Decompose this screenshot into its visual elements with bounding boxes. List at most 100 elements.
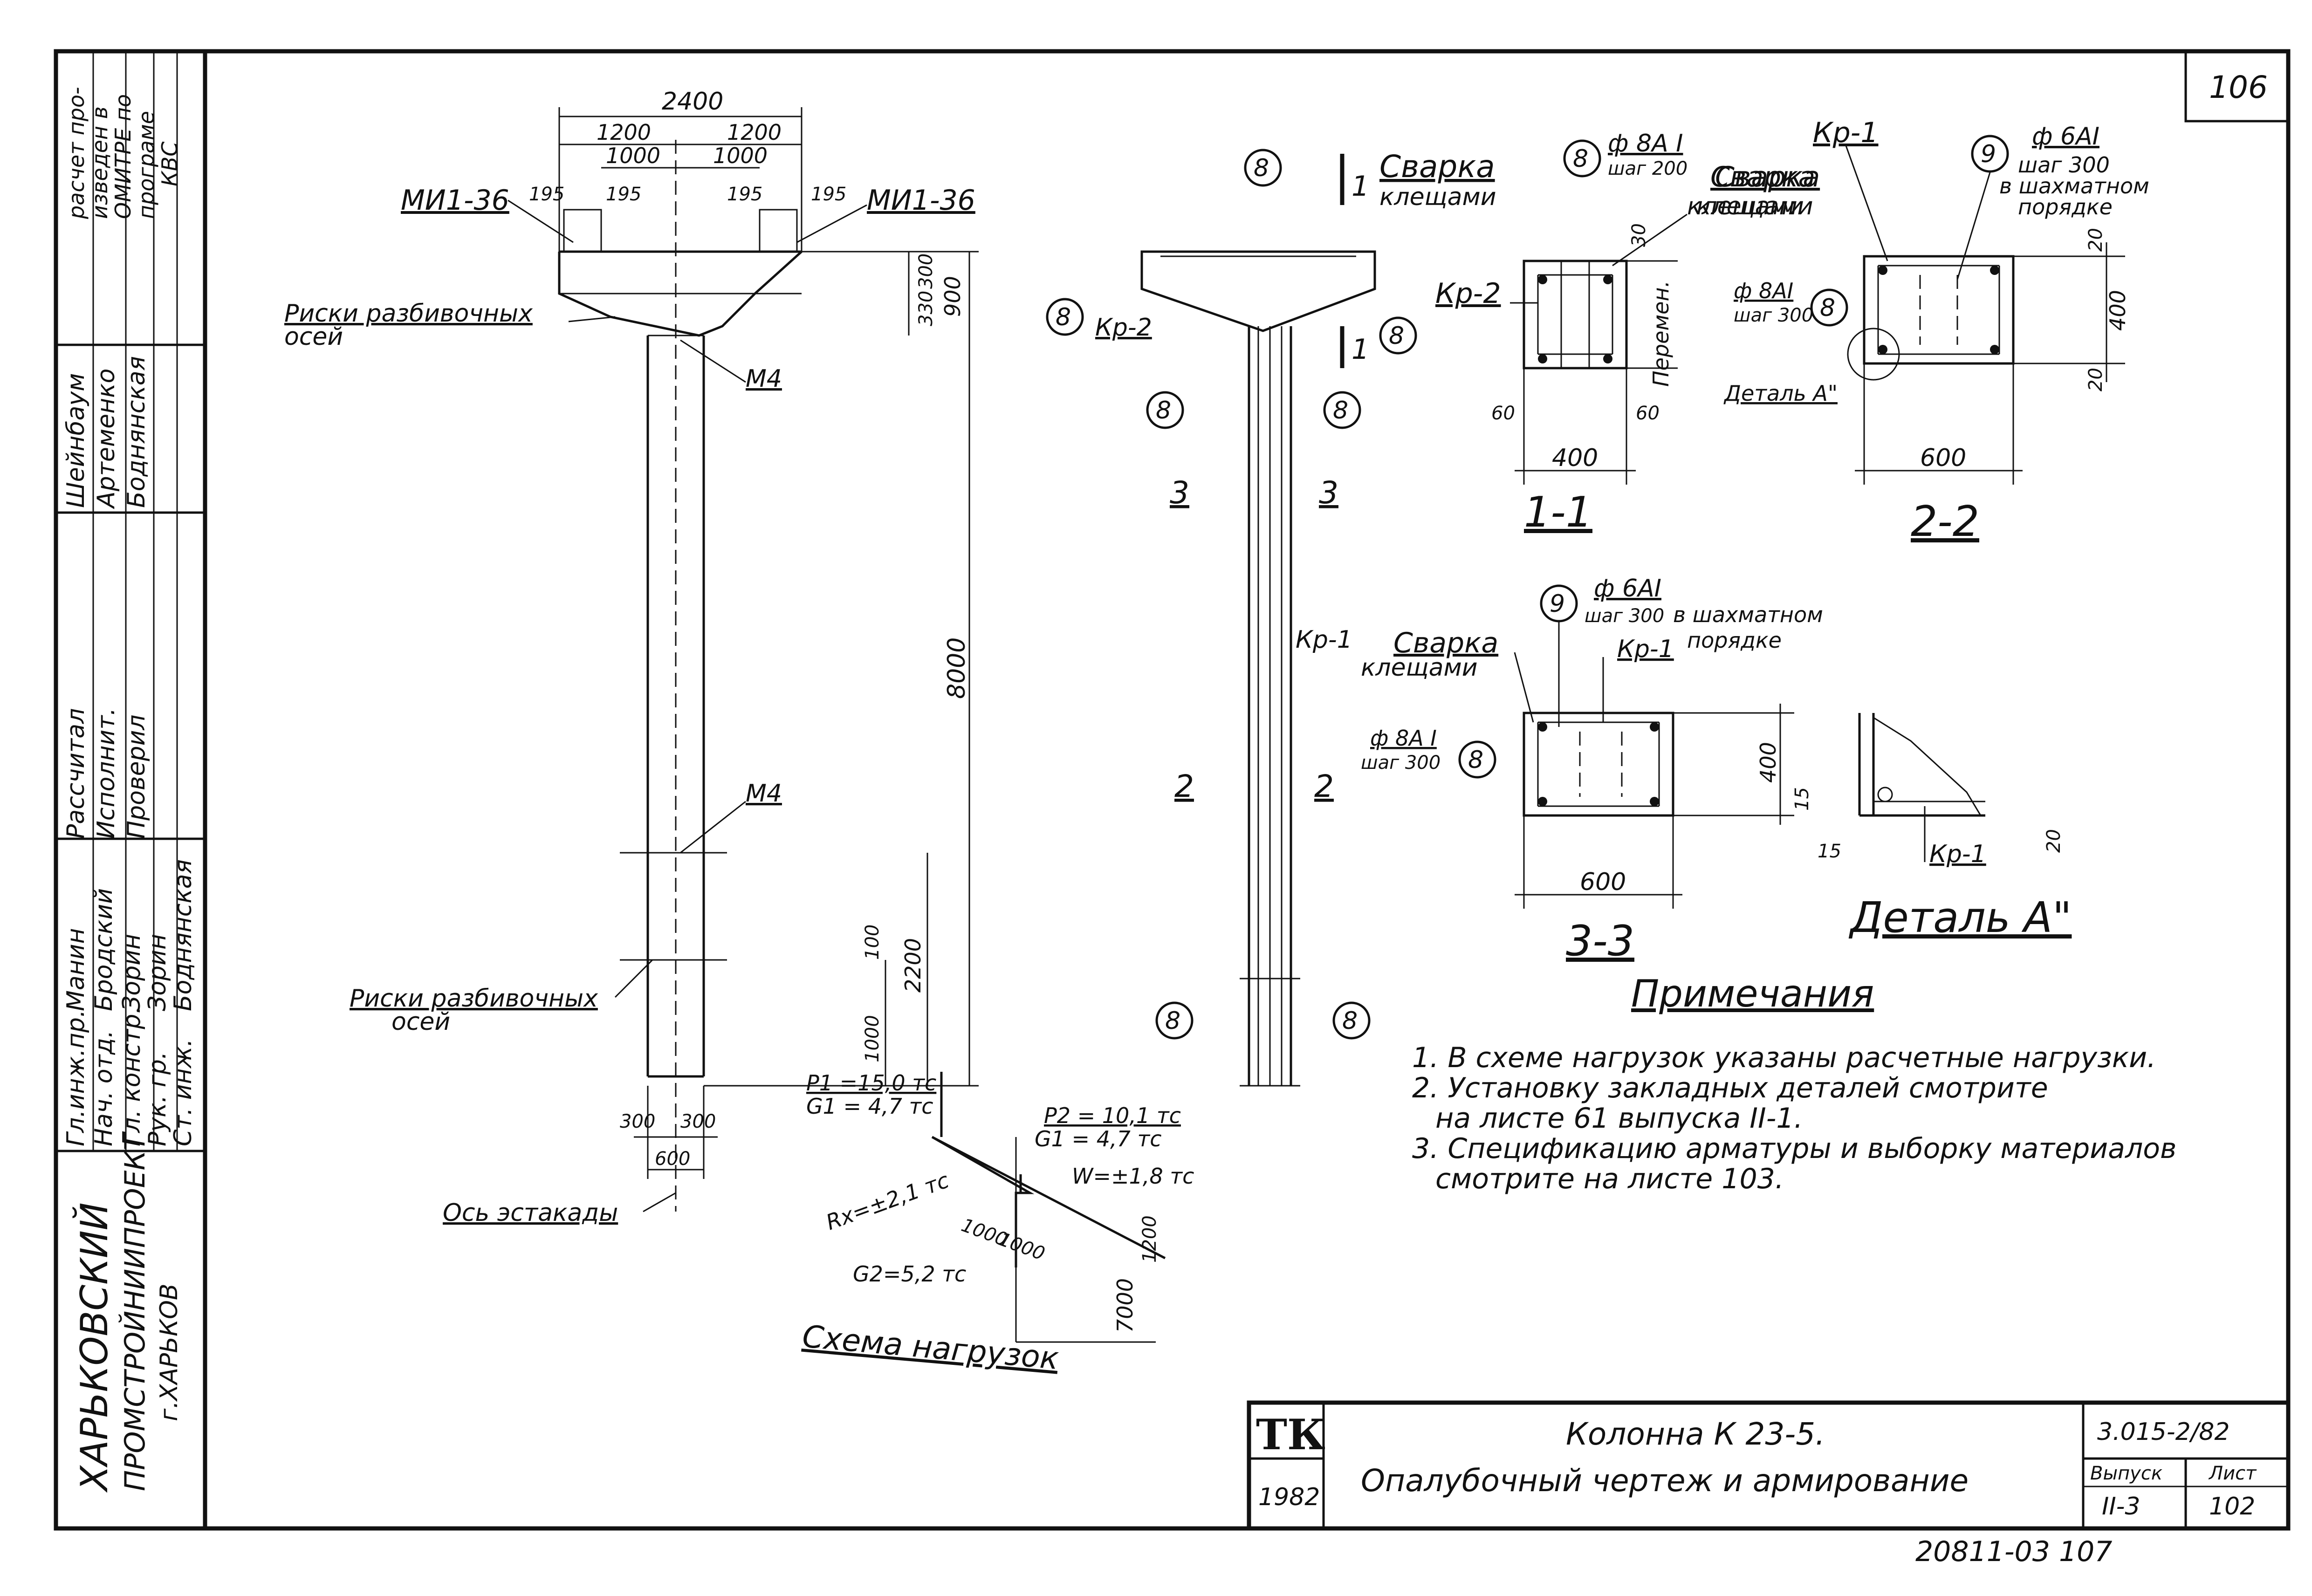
title-line-1: Колонна К 23-5. [1566,1416,1825,1452]
s11-weld-1: Сварка [1710,161,1815,193]
stamp-note-1: расчет про- [64,87,89,219]
s11-weld-2: клещами [1687,192,1804,220]
mark-8-mid-left: 8 [1156,397,1171,425]
title-block: ТК 1982 Колонна К 23-5. Опалубочный черт… [1247,1400,2291,1531]
stamp-name-top-1: Шейнбаум [62,373,90,508]
s11-title: 1-1 [1524,488,1592,537]
title-issue: II-3 [2102,1493,2140,1521]
load-d2: 1000 [996,1228,1048,1265]
s22-weld-2: клещами [1696,192,1813,220]
dim-embed-left-a: 195 [529,184,564,205]
stamp-note-3: ОМИТРЕ по [110,94,136,219]
cut-1-bottom: 1 [1352,333,1369,366]
label-embed-right: МИ1-36 [867,184,975,217]
s22-mark-9: 9 [1981,140,1996,168]
stamp-note-2: изведен в [87,106,112,219]
title-line-2: Опалубочный чертеж и армирование [1361,1463,1969,1499]
s22-bar-dia: ф 6АI [2032,123,2099,151]
note-2-cont: на листе 61 выпуска II-1. [1435,1102,1803,1135]
s11-mark-8: 8 [1573,145,1588,173]
title-logo: ТК [1256,1410,1325,1459]
dim-lower-small: 1000 [862,1015,883,1062]
stamp-note-4: програме [134,111,159,219]
cut-2-left: 2 [1174,768,1194,804]
dim-base-width: 600 [655,1148,690,1170]
s33-weld-1: Сварка [1393,627,1498,659]
load-p1: P1 =15,0 тс [806,1070,936,1096]
s22-weld-1: Сварка [1715,161,1820,193]
sheet-number-box [2184,50,2290,123]
sheet-number: 106 [2209,69,2268,105]
s22-bar-note-2: порядке [2018,194,2113,219]
detail-kr1: Кр-1 [1929,840,1986,868]
label-weld-1: Сварка [1379,149,1495,185]
stamp-org-line-2: ПРОМСТРОЙНИИПРОЕКТ [118,1131,151,1491]
mark-8-bot-left: 8 [1165,1007,1180,1035]
label-kr2: Кр-2 [1095,314,1152,342]
s22-side-step: шаг 300 [1734,305,1813,326]
note-2: 2. Установку закладных деталей смотрите [1412,1072,2048,1104]
mark-8-bot-right: 8 [1342,1007,1358,1035]
label-axis: Ось эстакады [443,1199,618,1227]
stamp-name-bottom-4: Зорин [144,934,172,1011]
s11-dim-side: Перемен. [1648,281,1674,387]
dim-head-total: 900 [940,276,965,317]
mark-8-left: 8 [1056,303,1071,331]
label-marks-top-2: осей [284,323,343,351]
loads-scheme: P1 =15,0 тс G1 = 4,7 тс P2 = 10,1 тс G1 … [801,1070,1194,1377]
title-sheet-label: Лист [2208,1463,2257,1484]
dim-half-right: 1200 [727,120,782,145]
load-g1-b: G1 = 4,7 тс [1035,1126,1162,1151]
dim-lower-part: 2200 [900,938,926,993]
loads-title: Схема нагрузок [801,1318,1060,1377]
dim-embed-right-a: 195 [727,184,762,205]
s11-dim-width: 400 [1552,444,1598,472]
label-marks-top-1: Риски разбивочных [284,300,533,328]
detail-a: 15 15 20 Кр-1 Деталь А" [1791,713,2072,942]
dim-height: 8000 [943,637,971,699]
title-code: 3.015-2/82 [2097,1418,2230,1446]
s33-mark-9: 9 [1550,590,1565,618]
column-elevation: 2400 1200 1200 1000 1000 195 195 195 195… [284,88,979,1227]
load-d3: 1200 [1139,1215,1160,1263]
stamp-role-bottom-1: Гл.инж.пр. [62,1010,90,1146]
label-marks-bot-1: Риски разбивочных [350,985,598,1013]
s33-weld-2: клещами [1361,654,1478,682]
stamp-role-bottom-5: Ст. инж. [169,1039,197,1146]
stamp-name-top-2: Артеменко [92,369,120,509]
section-2-2: Кр-1 Сварка клещами 9 ф 6АI шаг 300 в ша… [1696,116,2149,546]
s22-dim-width: 600 [1920,444,1966,472]
label-embed-left: МИ1-36 [401,184,509,217]
s11-kr2: Кр-2 [1435,277,1501,310]
label-weld-2: клещами [1379,183,1496,211]
dim-embed-left-b: 195 [606,184,641,205]
label-m4-top: М4 [746,365,782,393]
s22-detail-ref: Деталь А" [1723,381,1838,406]
cut-3-left: 3 [1170,475,1189,511]
load-d4: 7000 [1112,1278,1138,1333]
section-3-3: 9 ф 6АI шаг 300 в шахматном порядке Свар… [1361,575,1823,966]
mark-8-mid-right: 8 [1333,397,1348,425]
cut-3-right: 3 [1319,475,1338,511]
detail-dim-c: 20 [2043,829,2065,853]
s11-dim-left: 60 [1491,403,1515,424]
note-3-cont: смотрите на листе 103. [1435,1163,1784,1195]
detail-dim-b: 15 [1818,841,1841,862]
s22-bar-note-1: в шахматном [1999,173,2149,199]
stamp-note-5: КВС [157,142,182,186]
side-stamp: ХАРЬКОВСКИЙ ПРОМСТРОЙНИИПРОЕКТ г.ХАРЬКОВ… [56,51,205,1493]
stamp-role-bottom-2: Нач. отд. [90,1030,118,1146]
dim-total-width: 2400 [662,88,723,116]
stamp-org-line-3: г.ХАРЬКОВ [155,1283,183,1421]
s11-bar-dia: ф 8А I [1608,130,1683,158]
mark-8-top: 8 [1254,154,1269,182]
stamp-role-top-3: Проверил [123,714,151,839]
s33-mark-8: 8 [1468,746,1483,774]
s33-bar-note-1: в шахматном [1673,602,1823,627]
title-issue-label: Выпуск [2090,1463,2162,1484]
s22-kr1: Кр-1 [1813,116,1879,149]
s22-dim-bottom: 20 [2085,368,2106,391]
title-year: 1982 [1258,1483,1320,1511]
stamp-name-top-3: Боднянская [123,356,151,508]
